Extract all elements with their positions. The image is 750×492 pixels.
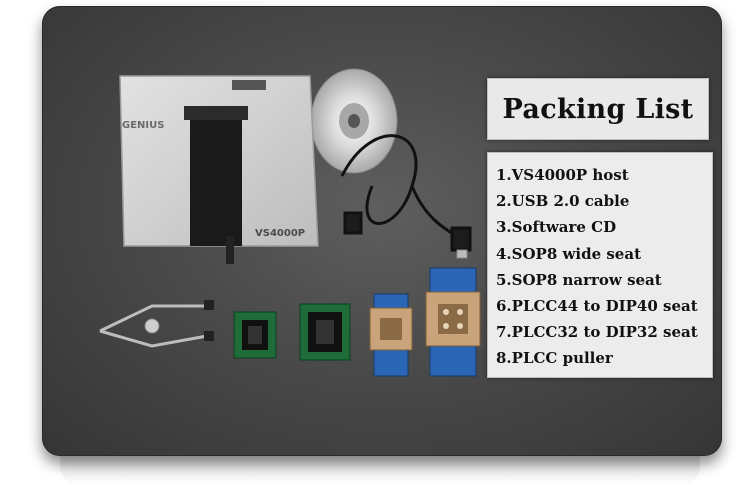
- sop8-narrow-seat: [233, 311, 277, 359]
- packing-list-title-box: Packing List: [487, 78, 709, 140]
- model-label: VS4000P: [255, 228, 305, 239]
- list-item: 2.USB 2.0 cable: [496, 192, 630, 211]
- list-item: 3.Software CD: [496, 218, 617, 237]
- list-item: 6.PLCC44 to DIP40 seat: [496, 296, 698, 315]
- list-item: 8.PLCC puller: [496, 349, 613, 368]
- packing-list-title: Packing List: [502, 93, 694, 125]
- packing-list: 1.VS4000P host 2.USB 2.0 cable 3.Softwar…: [487, 152, 713, 378]
- software-cd: [310, 68, 398, 174]
- vent-grille: [232, 80, 266, 90]
- dark-panel: GENIUS VS4000P: [42, 6, 722, 456]
- panel-reflection: [60, 456, 700, 486]
- list-item: 5.SOP8 narrow seat: [496, 270, 662, 289]
- vs4000p-host: GENIUS VS4000P: [119, 75, 319, 264]
- socket-lever: [226, 236, 234, 264]
- plcc-puller: [99, 300, 214, 348]
- list-item: 1.VS4000P host: [496, 166, 629, 184]
- brand-label: GENIUS: [122, 120, 164, 131]
- product-photo: GENIUS VS4000P: [99, 68, 481, 377]
- sop8-wide-seat: [299, 303, 351, 361]
- zif-socket: [190, 118, 242, 246]
- list-item: 7.PLCC32 to DIP32 seat: [496, 323, 698, 342]
- list-item: 4.SOP8 wide seat: [496, 244, 641, 263]
- plcc44-dip40-seat: [425, 267, 481, 377]
- plcc32-dip32-seat: [369, 293, 413, 377]
- usb-cable: [340, 134, 472, 259]
